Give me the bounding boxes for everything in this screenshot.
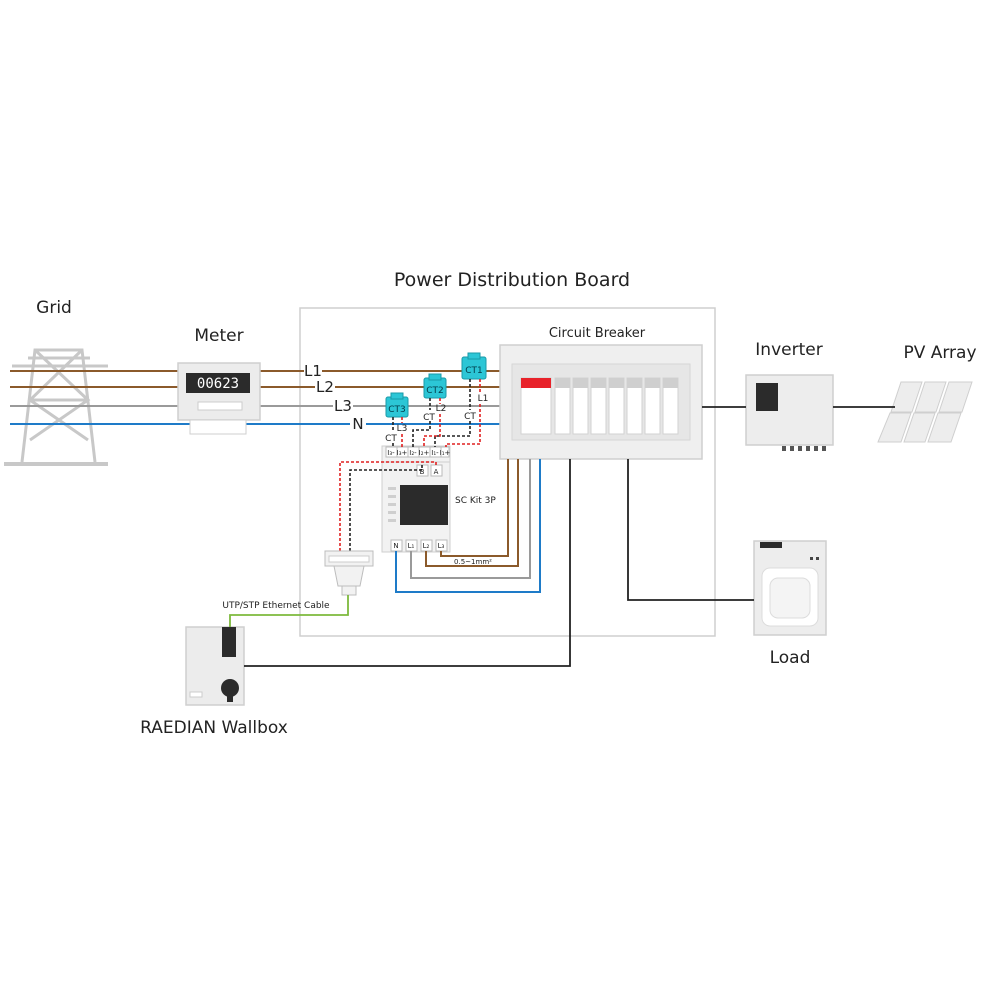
ct3-label: CT3: [388, 405, 406, 415]
sc-kit-label: SC Kit 3P: [455, 496, 496, 506]
meter-device: [177, 362, 261, 435]
breaker-load-cable: [627, 459, 754, 601]
breaker-wallbox-cable: [244, 459, 571, 667]
meter-label: Meter: [194, 326, 243, 346]
pv-array-label: PV Array: [903, 343, 976, 363]
sense-wire-l3: [440, 459, 509, 557]
ethernet-cable: [229, 595, 349, 627]
terminal-rs485-a: A: [434, 468, 439, 476]
load-label: Load: [770, 648, 811, 668]
terminal-i2-minus: I₂-: [409, 449, 417, 457]
ct3-line-label: L3: [397, 424, 408, 434]
terminal-l3: L₃: [438, 542, 445, 550]
terminal-rs485-b: B: [420, 468, 425, 476]
terminal-i3-plus: I₃+: [397, 449, 408, 457]
circuit-breaker-panel: [499, 344, 703, 460]
distribution-board-title: Power Distribution Board: [394, 269, 630, 291]
ct2-line-label: L2: [436, 404, 447, 414]
ct2-label: CT2: [426, 386, 444, 396]
ct3-ct-label: CT: [385, 434, 397, 444]
meter-reading: 00623: [197, 376, 239, 392]
ct2-ct-label: CT: [423, 413, 435, 423]
rj45-adapter: [324, 550, 374, 596]
wire-spec-label: 0.5~1mm²: [454, 558, 492, 566]
wallbox-label: RAEDIAN Wallbox: [140, 718, 288, 738]
line-n-label: N: [352, 415, 363, 433]
sense-wire-l1: [410, 459, 531, 579]
circuit-breaker-label: Circuit Breaker: [549, 326, 646, 341]
terminal-l1: L₁: [408, 542, 415, 550]
terminal-i2-plus: I₂+: [419, 449, 430, 457]
distribution-board-frame: [299, 307, 716, 637]
ct1-label: CT1: [465, 366, 483, 376]
terminal-i1-minus: I₁-: [431, 449, 439, 457]
inverter-label: Inverter: [755, 340, 822, 360]
sc-kit-device: [381, 445, 451, 553]
rs485-wire-a: [339, 461, 437, 552]
sense-wire-n: [395, 459, 541, 593]
ct1-line-label: L1: [478, 394, 489, 404]
rs485-wire-b: [349, 465, 423, 552]
line-l1-label: L1: [304, 362, 322, 380]
terminal-i3-minus: I₃-: [387, 449, 395, 457]
load-appliance-icon: [753, 540, 827, 636]
sense-wire-l2: [425, 459, 519, 567]
ct1-ct-label: CT: [464, 412, 476, 422]
wallbox-device: [185, 626, 245, 706]
terminal-i1-plus: I₁+: [440, 449, 451, 457]
pv-array-icon: [877, 381, 973, 443]
breaker-trip-indicator: [521, 378, 551, 388]
ethernet-label: UTP/STP Ethernet Cable: [222, 601, 330, 611]
inverter-device: [745, 374, 834, 451]
line-l2-label: L2: [316, 378, 334, 396]
grid-label: Grid: [36, 298, 72, 318]
line-l3-label: L3: [334, 397, 352, 415]
terminal-l2: L₂: [423, 542, 430, 550]
ct-signal-wires: [392, 379, 481, 447]
terminal-n: N: [393, 542, 398, 550]
